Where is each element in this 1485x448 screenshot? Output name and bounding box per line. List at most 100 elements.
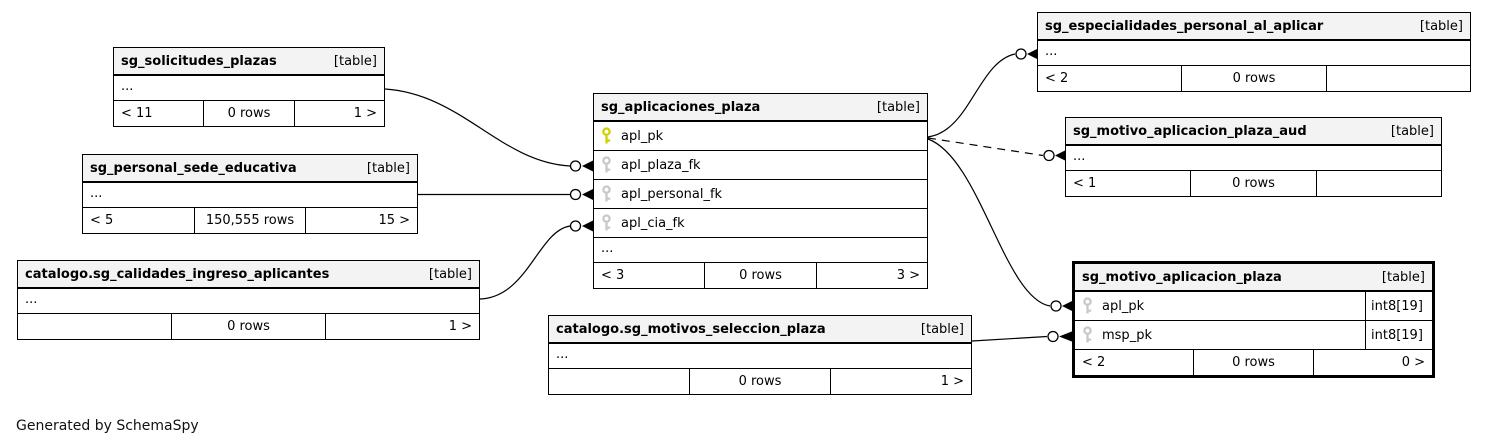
- edge-aplicaciones-to-especialidades: [927, 53, 1016, 138]
- crow-foot-marker: [582, 160, 593, 172]
- row-count: 0 rows: [689, 369, 830, 394]
- table-type-badge: [table]: [876, 99, 920, 115]
- table-sg-motivo-aplicacion-plaza: sg_motivo_aplicacion_plaza [table] apl_p…: [1072, 261, 1435, 378]
- primary-key-icon: [602, 127, 611, 144]
- parents-count: < 1: [1073, 176, 1097, 191]
- zero-cardinality-marker: [569, 220, 582, 232]
- table-name: sg_personal_sede_educativa: [90, 160, 297, 176]
- table-stats-row: 0 rows 1 >: [18, 314, 479, 339]
- table-type-badge: [table]: [366, 160, 410, 176]
- table-name: sg_especialidades_personal_al_aplicar: [1045, 18, 1324, 34]
- table-stats-row: < 5 150,555 rows 15 >: [83, 208, 417, 233]
- table-header[interactable]: sg_aplicaciones_plaza [table]: [594, 94, 927, 122]
- children-count: [1315, 171, 1441, 196]
- edge-calidades-to-aplicaciones: [479, 225, 571, 300]
- hidden-columns-row: ...: [1066, 146, 1441, 171]
- column-type: int8[19]: [1365, 321, 1432, 349]
- row-count: 0 rows: [704, 263, 815, 288]
- parents-count: [18, 314, 171, 339]
- table-sg-solicitudes-plazas: sg_solicitudes_plazas [table] ... < 11 0…: [113, 47, 385, 127]
- hidden-columns-row: ...: [18, 289, 479, 314]
- row-count: 0 rows: [1193, 350, 1312, 375]
- table-sg-personal-sede-educativa: sg_personal_sede_educativa [table] ... <…: [82, 154, 418, 234]
- row-count: 0 rows: [203, 101, 293, 126]
- foreign-key-icon: [602, 185, 611, 202]
- foreign-key-icon: [602, 156, 611, 173]
- column-type: int8[19]: [1365, 292, 1432, 320]
- hidden-columns-row: ...: [1038, 41, 1470, 66]
- column-name: apl_pk: [1102, 298, 1145, 314]
- table-type-badge: [table]: [920, 321, 964, 337]
- parents-count: < 2: [1045, 71, 1069, 86]
- table-header[interactable]: sg_motivo_aplicacion_plaza_aud [table]: [1066, 118, 1441, 146]
- table-stats-row: < 11 0 rows 1 >: [114, 101, 384, 126]
- parents-count: < 11: [121, 106, 153, 121]
- table-stats-row: < 2 0 rows 0 >: [1075, 350, 1432, 375]
- children-count: 15 >: [305, 208, 417, 233]
- children-count: 1 >: [293, 101, 384, 126]
- column-row: apl_cia_fk: [594, 209, 927, 238]
- column-name: apl_cia_fk: [621, 215, 685, 231]
- table-header[interactable]: sg_solicitudes_plazas [table]: [114, 48, 384, 76]
- crow-foot-marker: [582, 189, 593, 200]
- edge-motivos-seleccion-to-motivo-plaza: [971, 335, 1048, 342]
- table-sg-motivo-aplicacion-plaza-aud: sg_motivo_aplicacion_plaza_aud [table] .…: [1065, 117, 1442, 197]
- row-count: 0 rows: [1181, 66, 1325, 91]
- parents-count: < 5: [90, 213, 114, 228]
- table-name: sg_aplicaciones_plaza: [601, 99, 761, 115]
- zero-cardinality-marker: [569, 188, 582, 201]
- column-row: apl_pk: [594, 122, 927, 151]
- column-row: apl_pk int8[19]: [1075, 292, 1432, 321]
- table-sg-especialidades-personal-al-aplicar: sg_especialidades_personal_al_aplicar [t…: [1037, 12, 1471, 92]
- table-header[interactable]: catalogo.sg_motivos_seleccion_plaza [tab…: [549, 316, 971, 344]
- zero-cardinality-marker: [1047, 330, 1059, 343]
- crow-foot-marker: [1059, 331, 1073, 342]
- generated-by-note: Generated by SchemaSpy: [16, 418, 199, 434]
- table-header[interactable]: sg_personal_sede_educativa [table]: [83, 155, 417, 183]
- column-row: msp_pk int8[19]: [1075, 321, 1432, 350]
- table-header[interactable]: catalogo.sg_calidades_ingreso_aplicantes…: [18, 261, 479, 289]
- table-type-badge: [table]: [1419, 18, 1463, 34]
- edge-aplicaciones-to-motivo-plaza: [927, 138, 1051, 307]
- table-type-badge: [table]: [1381, 269, 1425, 285]
- table-catalogo-sg-calidades-ingreso-aplicantes: catalogo.sg_calidades_ingreso_aplicantes…: [17, 260, 480, 340]
- table-catalogo-sg-motivos-seleccion-plaza: catalogo.sg_motivos_seleccion_plaza [tab…: [548, 315, 972, 395]
- zero-cardinality-marker: [1043, 149, 1055, 162]
- zero-cardinality-marker: [569, 160, 582, 172]
- zero-cardinality-marker: [1050, 300, 1062, 312]
- table-stats-row: < 2 0 rows: [1038, 66, 1470, 91]
- children-count: 1 >: [325, 314, 479, 339]
- column-name: msp_pk: [1102, 327, 1152, 343]
- table-type-badge: [table]: [1390, 123, 1434, 139]
- table-stats-row: < 3 0 rows 3 >: [594, 263, 927, 288]
- children-count: [1325, 66, 1470, 91]
- foreign-key-icon: [1083, 326, 1092, 343]
- edge-aplicaciones-to-motivo-aud-dashed: [927, 137, 1044, 157]
- table-name: sg_motivo_aplicacion_plaza_aud: [1073, 123, 1307, 139]
- hidden-columns-row: ...: [549, 344, 971, 369]
- table-stats-row: 0 rows 1 >: [549, 369, 971, 394]
- row-count: 0 rows: [171, 314, 325, 339]
- table-header[interactable]: sg_especialidades_personal_al_aplicar [t…: [1038, 13, 1470, 41]
- column-row: apl_plaza_fk: [594, 151, 927, 180]
- crow-foot-marker: [582, 220, 593, 232]
- table-name: sg_solicitudes_plazas: [121, 53, 277, 69]
- children-count: 0 >: [1312, 350, 1432, 375]
- table-name: catalogo.sg_calidades_ingreso_aplicantes: [25, 266, 330, 282]
- row-count: 0 rows: [1190, 171, 1315, 196]
- hidden-columns-row: ...: [594, 238, 927, 263]
- table-name: sg_motivo_aplicacion_plaza: [1082, 269, 1282, 285]
- table-header[interactable]: sg_motivo_aplicacion_plaza [table]: [1075, 264, 1432, 292]
- parents-count: < 2: [1082, 355, 1106, 370]
- table-type-badge: [table]: [333, 53, 377, 69]
- parents-count: [549, 369, 689, 394]
- column-name: apl_pk: [621, 128, 664, 144]
- table-name: catalogo.sg_motivos_seleccion_plaza: [556, 321, 826, 337]
- foreign-key-icon: [1083, 297, 1092, 314]
- zero-cardinality-marker: [1015, 48, 1027, 60]
- row-count: 150,555 rows: [193, 208, 306, 233]
- column-name: apl_personal_fk: [621, 186, 723, 202]
- parents-count: < 3: [601, 268, 625, 283]
- children-count: 1 >: [830, 369, 971, 394]
